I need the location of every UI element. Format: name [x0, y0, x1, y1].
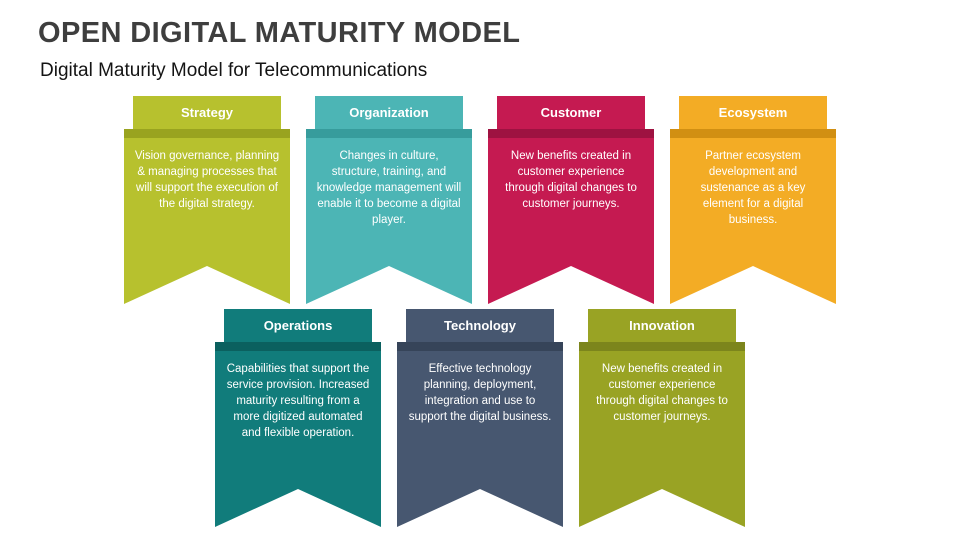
banner-body: New benefits created in customer experie… [488, 138, 654, 304]
banner-fold [488, 129, 654, 138]
banner-body: New benefits created in customer experie… [579, 351, 745, 527]
banner-text: Vision governance, planning & managing p… [134, 150, 280, 211]
banner-text: New benefits created in customer experie… [596, 363, 728, 424]
banner-operations: Operations Capabilities that support the… [215, 309, 381, 527]
banner-header: Customer [497, 96, 645, 129]
banner-label: Strategy [180, 105, 234, 120]
banner-innovation: Innovation New benefits created in custo… [579, 309, 745, 527]
banner-rows: Strategy Vision governance, planning & m… [0, 96, 960, 527]
banner-label: Ecosystem [718, 105, 788, 120]
banner-body: Partner ecosystem development and susten… [670, 138, 836, 304]
banner-header: Technology [406, 309, 554, 342]
page-title: OPEN DIGITAL MATURITY MODEL [38, 17, 521, 49]
page-subtitle: Digital Maturity Model for Telecommunica… [40, 60, 428, 81]
banner-text: Capabilities that support the service pr… [226, 363, 370, 440]
banner-text: Changes in culture, structure, training,… [316, 150, 462, 227]
banner-body: Capabilities that support the service pr… [215, 351, 381, 527]
banner-fold [306, 129, 472, 138]
banner-label: Organization [349, 105, 429, 120]
banner-fold [579, 342, 745, 351]
banner-technology: Technology Effective technology planning… [397, 309, 563, 527]
banner-fold [397, 342, 563, 351]
banner-organization: Organization Changes in culture, structu… [306, 96, 472, 304]
banner-body: Vision governance, planning & managing p… [124, 138, 290, 304]
banner-row-2: Operations Capabilities that support the… [0, 309, 960, 527]
banner-text: Effective technology planning, deploymen… [408, 363, 552, 424]
banner-fold [670, 129, 836, 138]
banner-text: Partner ecosystem development and susten… [700, 150, 806, 227]
banner-label: Operations [263, 318, 333, 333]
banner-fold [124, 129, 290, 138]
banner-label: Innovation [629, 318, 695, 333]
banner-text: New benefits created in customer experie… [505, 150, 637, 211]
banner-strategy: Strategy Vision governance, planning & m… [124, 96, 290, 304]
banner-label: Customer [540, 105, 602, 120]
banner-header: Ecosystem [679, 96, 827, 129]
banner-customer: Customer New benefits created in custome… [488, 96, 654, 304]
banner-body: Changes in culture, structure, training,… [306, 138, 472, 304]
banner-fold [215, 342, 381, 351]
banner-header: Organization [315, 96, 463, 129]
banner-label: Technology [444, 318, 516, 333]
banner-body: Effective technology planning, deploymen… [397, 351, 563, 527]
banner-header: Innovation [588, 309, 736, 342]
banner-header: Operations [224, 309, 372, 342]
banner-ecosystem: Ecosystem Partner ecosystem development … [670, 96, 836, 304]
banner-row-1: Strategy Vision governance, planning & m… [0, 96, 960, 304]
banner-header: Strategy [133, 96, 281, 129]
